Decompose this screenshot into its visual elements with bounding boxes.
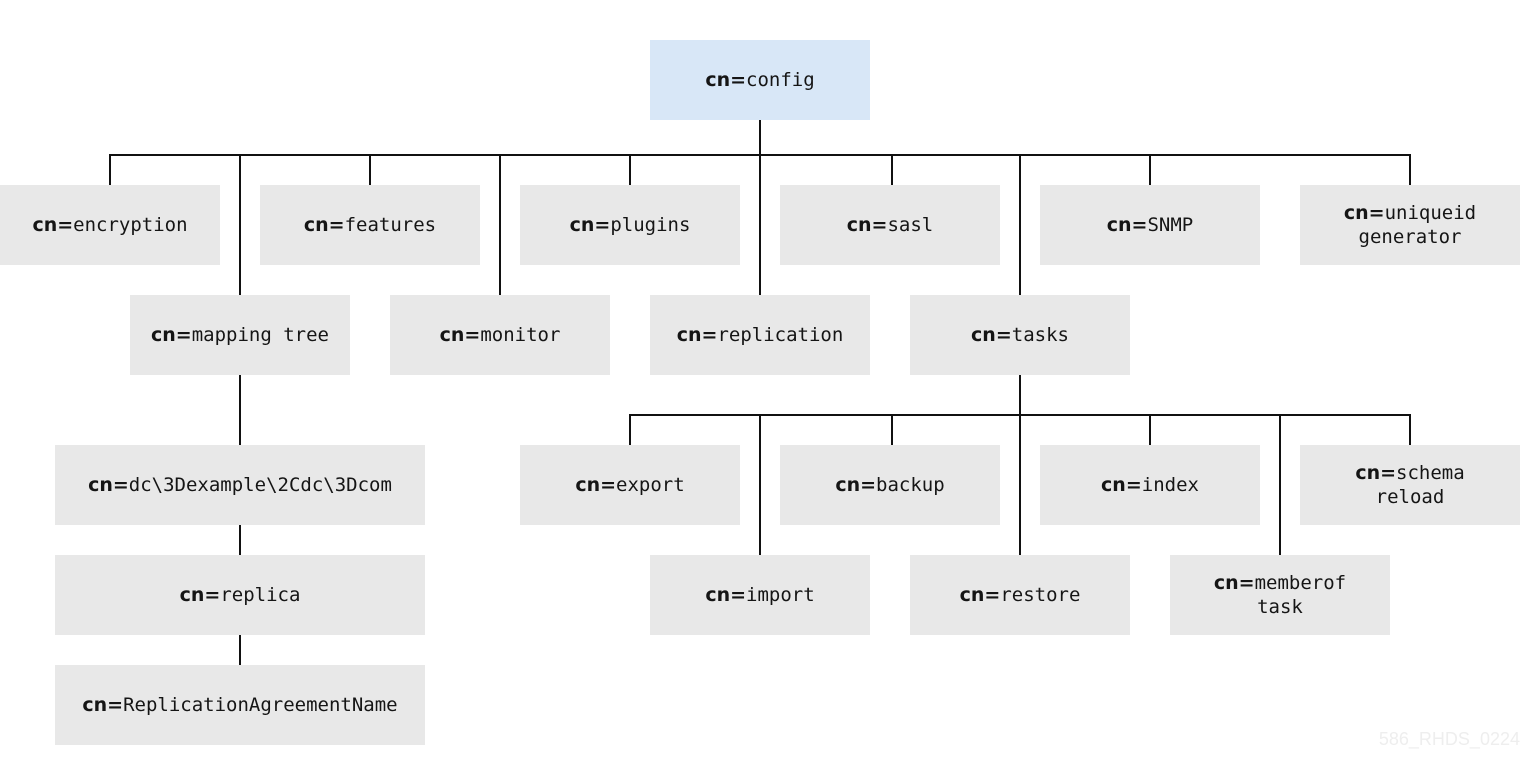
node-backup: cn=backup	[780, 445, 1000, 525]
node-plugins: cn=plugins	[520, 185, 740, 265]
node-index: cn=index	[1040, 445, 1260, 525]
node-import: cn=import	[650, 555, 870, 635]
node-dc-example: cn=dc\3Dexample\2Cdc\3Dcom	[55, 445, 425, 525]
node-mapping-tree: cn=mapping tree	[130, 295, 350, 375]
watermark-text: 586_RHDS_0224	[1378, 729, 1520, 749]
node-replica: cn=replica	[55, 555, 425, 635]
node-encryption: cn=encryption	[0, 185, 220, 265]
node-restore: cn=restore	[910, 555, 1130, 635]
node-features: cn=features	[260, 185, 480, 265]
node-replication: cn=replication	[650, 295, 870, 375]
node-config: cn=config	[650, 40, 870, 120]
node-export: cn=export	[520, 445, 740, 525]
node-snmp: cn=SNMP	[1040, 185, 1260, 265]
node-replication-agreement: cn=ReplicationAgreementName	[55, 665, 425, 745]
node-sasl: cn=sasl	[780, 185, 1000, 265]
node-monitor: cn=monitor	[390, 295, 610, 375]
node-tasks: cn=tasks	[910, 295, 1130, 375]
